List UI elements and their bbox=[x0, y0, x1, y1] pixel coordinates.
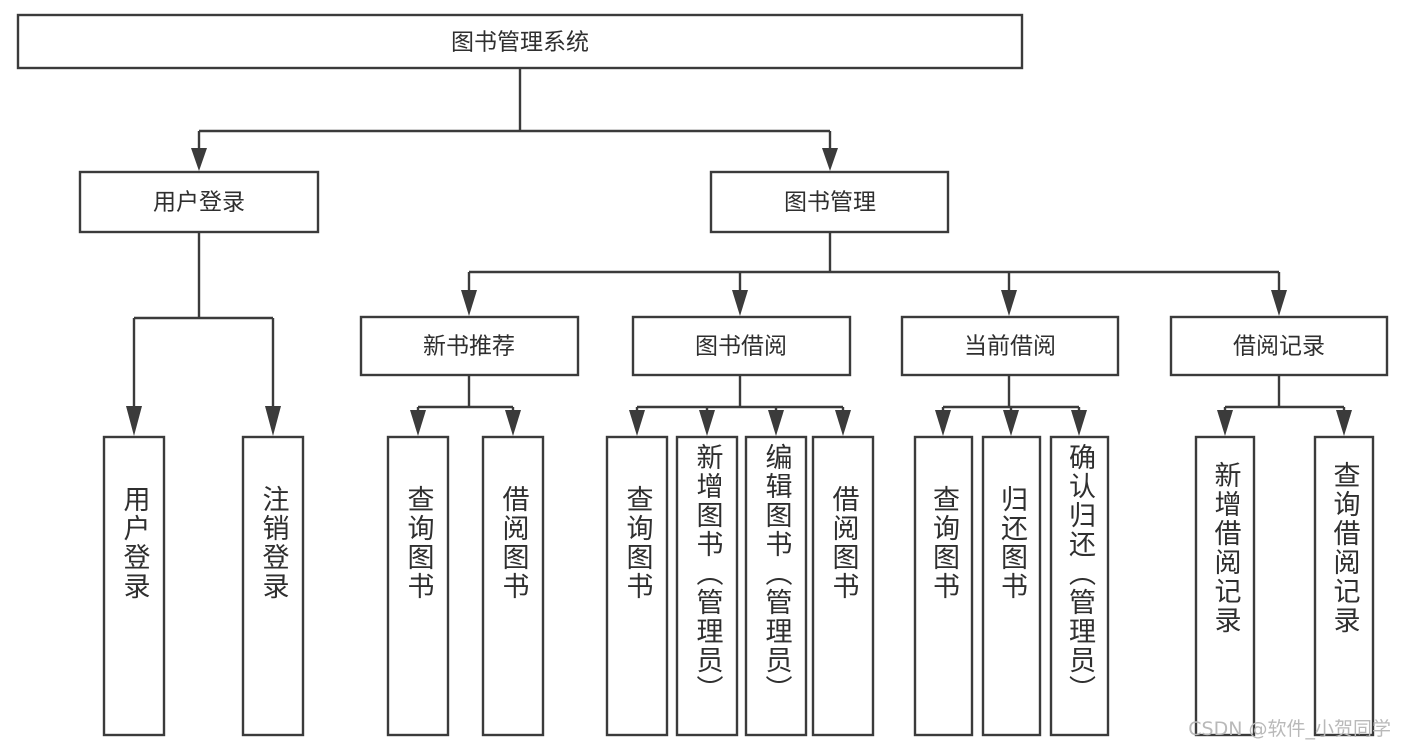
arrow-leaf-cur-return-book bbox=[1003, 410, 1019, 436]
edges-layer bbox=[126, 68, 1352, 436]
arrow-new-book-recommend bbox=[461, 290, 477, 316]
arrow-leaf-rec-borrow-book bbox=[505, 410, 521, 436]
node-leaf-user-logout[interactable] bbox=[241, 435, 305, 737]
arrow-user-login bbox=[191, 148, 207, 171]
arrow-leaf-user-login bbox=[126, 406, 142, 436]
arrow-leaf-bor-borrow-book bbox=[835, 410, 851, 436]
node-current-borrow[interactable] bbox=[900, 315, 1120, 377]
node-current-borrow-label: 当前借阅 bbox=[964, 334, 1056, 360]
node-leaf-rec-add-record[interactable] bbox=[1194, 435, 1256, 737]
node-book-borrow[interactable] bbox=[631, 315, 852, 377]
node-leaf-rec-borrow-book[interactable] bbox=[481, 435, 545, 737]
arrow-leaf-rec-add-record bbox=[1217, 410, 1233, 436]
arrow-leaf-bor-add-book bbox=[699, 410, 715, 436]
node-leaf-cur-confirm-return[interactable] bbox=[1049, 435, 1110, 737]
node-borrow-record-label: 借阅记录 bbox=[1233, 334, 1325, 360]
node-leaf-rec-query-book[interactable] bbox=[386, 435, 450, 737]
arrow-leaf-bor-query-book bbox=[629, 410, 645, 436]
node-new-book-recommend[interactable] bbox=[359, 315, 580, 377]
arrow-leaf-cur-confirm-return bbox=[1071, 410, 1087, 436]
node-leaf-bor-query-book[interactable] bbox=[605, 435, 669, 737]
node-new-book-recommend-label: 新书推荐 bbox=[423, 334, 515, 360]
node-book-manage[interactable] bbox=[709, 170, 950, 234]
arrow-leaf-user-logout bbox=[265, 406, 281, 436]
node-leaf-cur-return-book[interactable] bbox=[981, 435, 1042, 737]
nodes-layer: 图书管理系统 用户登录 图书管理 新书推荐 图书借阅 当前借阅 借阅记录 bbox=[16, 13, 1389, 737]
arrow-leaf-cur-query-book bbox=[935, 410, 951, 436]
node-root[interactable] bbox=[16, 13, 1024, 70]
node-leaf-rec-query-record[interactable] bbox=[1313, 435, 1375, 737]
arrow-leaf-rec-query-record bbox=[1336, 410, 1352, 436]
arrow-book-borrow bbox=[732, 290, 748, 316]
arrow-leaf-rec-query-book bbox=[410, 410, 426, 436]
node-book-borrow-label: 图书借阅 bbox=[695, 334, 787, 360]
node-leaf-bor-add-book[interactable] bbox=[675, 435, 739, 737]
arrow-leaf-bor-edit-book bbox=[768, 410, 784, 436]
node-leaf-bor-borrow-book[interactable] bbox=[811, 435, 875, 737]
node-user-login-label: 用户登录 bbox=[153, 190, 245, 216]
node-leaf-bor-edit-book[interactable] bbox=[744, 435, 808, 737]
node-borrow-record[interactable] bbox=[1169, 315, 1389, 377]
arrow-book-manage bbox=[822, 148, 838, 171]
node-book-manage-label: 图书管理 bbox=[784, 190, 876, 216]
node-root-label: 图书管理系统 bbox=[451, 30, 589, 56]
arrow-borrow-record bbox=[1271, 290, 1287, 316]
arrow-current-borrow bbox=[1001, 290, 1017, 316]
node-leaf-cur-query-book[interactable] bbox=[913, 435, 974, 737]
node-leaf-user-login[interactable] bbox=[102, 435, 166, 737]
node-user-login[interactable] bbox=[78, 170, 320, 234]
